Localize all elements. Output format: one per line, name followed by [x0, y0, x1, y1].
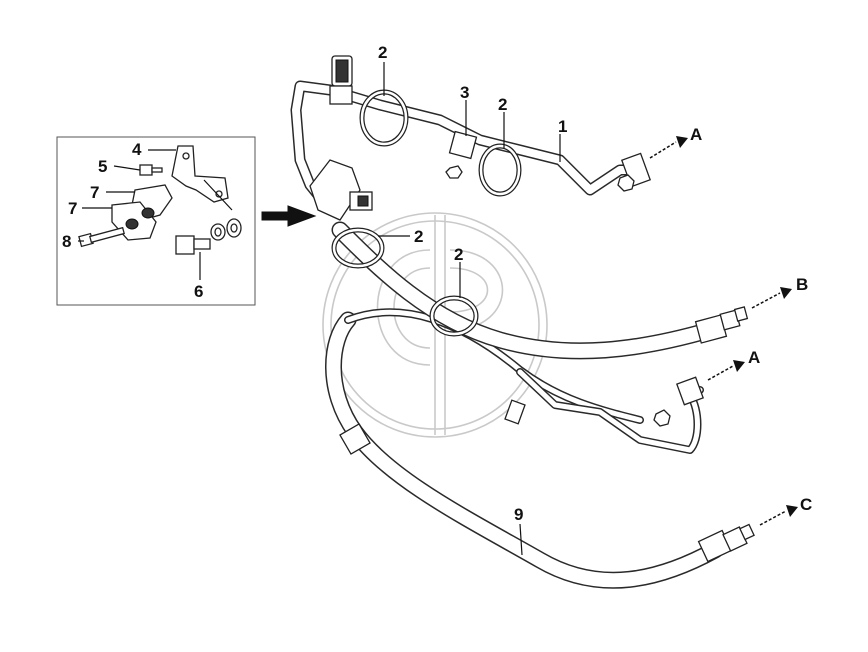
callout-5: 5 [98, 157, 107, 176]
connection-a-top: A [690, 125, 702, 144]
tube-a-middle [504, 368, 704, 454]
callout-9: 9 [514, 505, 523, 524]
callout-2-top-left: 2 [378, 43, 387, 62]
connection-letters: A B A C [690, 125, 812, 514]
callout-2-middle: 2 [414, 227, 423, 246]
callout-4: 4 [132, 140, 142, 159]
callout-3: 3 [460, 83, 469, 102]
direction-arrows [649, 136, 798, 526]
inset-detail-box [56, 136, 256, 306]
callout-1: 1 [558, 117, 567, 136]
callout-7-upper: 7 [90, 183, 99, 202]
detail-pointer-arrow [261, 205, 317, 227]
bracket-part [171, 145, 229, 203]
connection-c: C [800, 495, 812, 514]
hose-b [331, 221, 749, 360]
arrow-a-top [649, 136, 688, 159]
connection-a-middle: A [748, 348, 760, 367]
arrow-c [759, 505, 798, 526]
arrow-b [751, 287, 792, 309]
arrow-a-middle [707, 360, 745, 381]
callout-8: 8 [62, 232, 71, 251]
callout-2-top-right: 2 [498, 95, 507, 114]
callout-6: 6 [194, 282, 203, 301]
hex-bolt-part [175, 218, 242, 255]
connection-b: B [796, 275, 808, 294]
long-bolt-part [78, 226, 125, 248]
callout-numbers: 1 2 2 2 2 3 4 5 6 7 7 8 9 [62, 43, 567, 524]
callout-2-lower: 2 [454, 245, 463, 264]
callout-leaders [378, 62, 561, 556]
pipe-1 [290, 55, 652, 221]
callout-7-lower: 7 [68, 199, 77, 218]
